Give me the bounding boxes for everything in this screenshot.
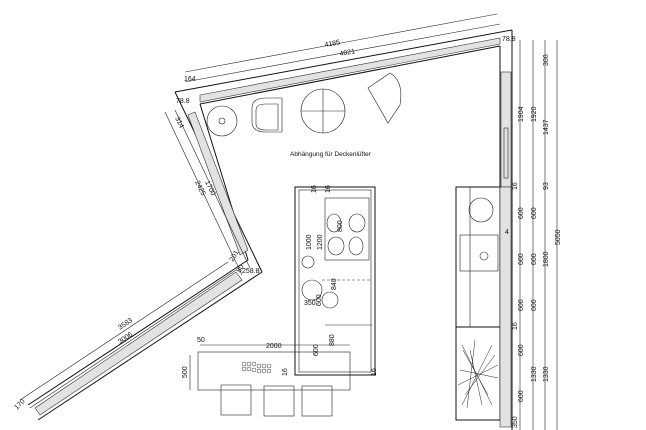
kitchen-island (294, 186, 376, 376)
dim-col3-1330: 1330 (543, 366, 550, 382)
dim-col2-600: 600 (531, 299, 538, 311)
dim-bar-length: 2000 (266, 343, 282, 350)
dim-island-840: 840 (331, 278, 338, 290)
dim-island-1200: 1200 (317, 234, 324, 250)
bar-stool (301, 385, 333, 417)
dim-col1-600: 600 (518, 299, 525, 311)
cooktop (324, 197, 370, 261)
dim-left-top-offset: 314 (173, 116, 184, 130)
dim-right-16b: 16 (512, 322, 519, 330)
bar-stool (263, 385, 295, 417)
dining-furniture (206, 72, 402, 137)
dim-island-800: 800 (337, 220, 344, 232)
bar-stool (220, 384, 252, 416)
dim-col2-600: 600 (531, 253, 538, 265)
dim-island-16b: 16 (325, 185, 332, 193)
bar-counter (197, 351, 351, 417)
dim-bar-depth: 500 (182, 366, 189, 378)
dim-lower-overall: 3583 (117, 317, 134, 332)
mark-4: 4 (505, 229, 509, 236)
dim-col1-600: 600 (518, 390, 525, 402)
dim-island-16c: 16 (371, 368, 378, 376)
left-wall (27, 91, 263, 421)
dim-top-inner: 4021 (339, 48, 356, 58)
dim-col3-1437: 1437 (543, 119, 550, 135)
dim-top-overall: 4185 (324, 39, 341, 49)
kitchen-counter-right (455, 186, 512, 428)
dim-island-1000: 1000 (306, 234, 313, 250)
dim-col2-600: 600 (531, 207, 538, 219)
dim-bar-16: 16 (282, 368, 289, 376)
dim-island-350: 350 (304, 300, 316, 307)
dim-left-small-b: 80 (236, 264, 246, 274)
dim-island-16a: 16 (311, 185, 318, 193)
dim-right-16a: 16 (512, 182, 519, 190)
armchair-1 (251, 97, 283, 133)
hob-ring (468, 197, 494, 223)
sink (459, 234, 499, 272)
dim-col3-93: 93 (543, 182, 550, 190)
side-table-plant (206, 105, 238, 137)
dim-island-600a: 600 (316, 294, 323, 306)
dim-island-600b: 600 (313, 344, 320, 356)
dim-corner-left: 78.8 (176, 98, 190, 105)
dim-col2-1920: 1920 (531, 106, 538, 122)
armchair-2 (367, 72, 402, 124)
dimension-lines (19, 13, 558, 430)
dim-col1-600: 600 (518, 344, 525, 356)
dim-top-offset: 164 (184, 76, 196, 83)
dim-corner-right: 78.8 (502, 36, 516, 43)
dim-total-5050: 5050 (555, 229, 562, 245)
dim-left-small-a: 201 (229, 249, 241, 263)
dim-lower-offset: 170 (13, 398, 26, 411)
dim-col3-300: 300 (543, 54, 550, 66)
dim-col1-600: 600 (518, 253, 525, 265)
dim-bar-offset: 50 (197, 337, 205, 344)
dim-col1-350: 350 (512, 416, 519, 428)
caption-ceiling-fan-suspension: Abhängung für Deckenlüfter (290, 151, 372, 158)
dim-island-880: 880 (329, 334, 336, 346)
dim-col3-1800: 1800 (543, 251, 550, 267)
dim-col2-1330: 1330 (531, 366, 538, 382)
dim-col1-600: 600 (518, 207, 525, 219)
top-wall (174, 29, 513, 430)
dim-left-corner: 258.8 (242, 268, 260, 275)
dim-col1-1904: 1904 (518, 106, 525, 122)
